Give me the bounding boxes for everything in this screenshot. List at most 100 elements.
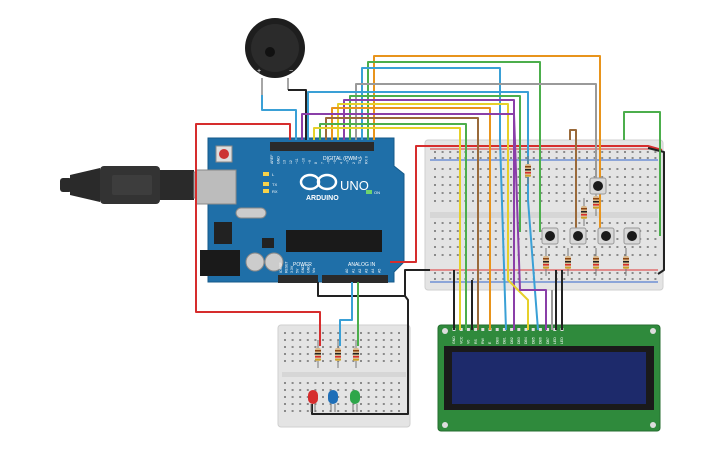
wire-purple-2 <box>301 113 547 330</box>
resistors <box>315 156 629 368</box>
led-blue[interactable] <box>328 390 338 412</box>
led-green[interactable] <box>350 390 360 412</box>
wire-blue-a0 <box>339 282 353 346</box>
wire-black-gnd2 <box>647 147 665 275</box>
wire-buzzer-minus <box>288 89 307 140</box>
lcd-pin-label: DB2 <box>510 337 514 344</box>
rx-label: RX <box>272 189 278 194</box>
pin-label: GND <box>307 265 311 273</box>
wire-purple <box>343 99 515 330</box>
pushbutton[interactable] <box>541 227 559 245</box>
lcd-pin-label: DB6 <box>539 337 543 344</box>
pin-label: AREF <box>270 155 274 164</box>
resistor[interactable] <box>581 198 587 226</box>
usb-cable <box>60 166 213 204</box>
wire-red-rail <box>390 145 663 263</box>
resistor[interactable] <box>593 248 599 276</box>
pin-label: 7 <box>320 162 324 164</box>
lcd-pin-label: DB3 <box>517 337 521 344</box>
pin-label: 5V <box>296 268 300 273</box>
pin-label: ~3 <box>346 160 350 164</box>
wire-brown-right <box>569 129 577 232</box>
resistor[interactable] <box>315 340 321 368</box>
wire-yellow-2 <box>313 127 461 330</box>
wire-gray-top <box>355 83 597 180</box>
wire-blue-2 <box>307 91 539 331</box>
wire-green-right <box>623 111 661 236</box>
piezo-buzzer[interactable]: + − <box>245 18 305 95</box>
pin-label: IOREF <box>279 262 283 273</box>
lcd-pin-label: V0 <box>467 340 471 344</box>
lcd-pin-label: DB5 <box>531 337 535 344</box>
resistor[interactable] <box>335 340 341 368</box>
wire-black-small <box>311 295 409 415</box>
lcd-pin-label: DB4 <box>524 337 528 344</box>
lcd-pin-label: DB0 <box>495 337 499 344</box>
resistor[interactable] <box>623 248 629 276</box>
resistor[interactable] <box>565 248 571 276</box>
lcd-pin-label: VCC <box>459 336 463 344</box>
pin-label: ~9 <box>308 160 312 164</box>
pin-label: 8 <box>314 162 318 164</box>
lcd-pin-label: GND <box>452 336 456 344</box>
led-red[interactable] <box>308 390 318 412</box>
pin-label: GND <box>301 265 305 273</box>
brand-label: ARDUINO <box>306 195 339 202</box>
pin-label: A1 <box>352 269 356 273</box>
analog-label: ANALOG IN <box>348 262 376 268</box>
wire-buzzer-plus <box>261 95 297 140</box>
pin-label: 12 <box>289 160 293 164</box>
pin-label: 2 <box>352 162 356 164</box>
pin-label: GND <box>276 156 280 164</box>
pin-label: Vin <box>312 268 316 273</box>
l-led-label: L <box>272 172 275 177</box>
power-label: POWER <box>293 262 312 268</box>
wires <box>195 55 665 415</box>
lcd-screen <box>452 352 646 404</box>
pin-label: A3 <box>365 269 369 273</box>
lcd-pin-label: DB7 <box>546 337 550 344</box>
pin-label: ~11 <box>295 158 299 164</box>
resistor[interactable] <box>543 248 549 276</box>
lcd-pin-label: LED <box>560 337 564 344</box>
resistor[interactable] <box>353 340 359 368</box>
pin-label: A4 <box>371 269 375 273</box>
pin-label: A0 <box>345 269 349 273</box>
wire-yellow <box>337 103 529 330</box>
wire-orange <box>373 55 601 232</box>
pin-label: A2 <box>358 269 362 273</box>
arduino-uno-board[interactable]: ARDUINO UNO DIGITAL (PWM~) POWER ANALOG … <box>195 137 405 283</box>
on-led-label: ON <box>374 190 380 195</box>
wire-green-3 <box>319 123 467 330</box>
pin-label: TX 1 <box>358 157 362 164</box>
pushbutton[interactable] <box>589 177 607 195</box>
lcd-pin-label: E <box>488 341 492 344</box>
pushbutton[interactable] <box>623 227 641 245</box>
lcd-pin-label: RS <box>474 338 478 344</box>
pin-label: RESET <box>285 260 289 273</box>
pin-label: 3.3V <box>290 265 294 273</box>
small-breadboard <box>277 324 411 428</box>
tx-label: TX <box>272 182 277 187</box>
pushbutton[interactable] <box>569 227 587 245</box>
resistor[interactable] <box>525 156 531 184</box>
pin-label: A5 <box>378 269 382 273</box>
lcd-pin-label: LED <box>553 337 557 344</box>
pin-label: ~6 <box>327 160 331 164</box>
pin-label: 4 <box>339 162 343 164</box>
pin-label: 13 <box>283 160 287 164</box>
pin-label: ~10 <box>302 158 306 164</box>
buzzer-plus-label: + <box>257 68 261 75</box>
lcd-pin-label: RW <box>481 338 485 344</box>
pin-label: ~5 <box>333 160 337 164</box>
digital-header-label: DIGITAL (PWM~) <box>323 156 362 162</box>
pushbuttons <box>541 177 641 245</box>
lcd-pin-label: DB1 <box>503 337 507 344</box>
pushbutton[interactable] <box>597 227 615 245</box>
